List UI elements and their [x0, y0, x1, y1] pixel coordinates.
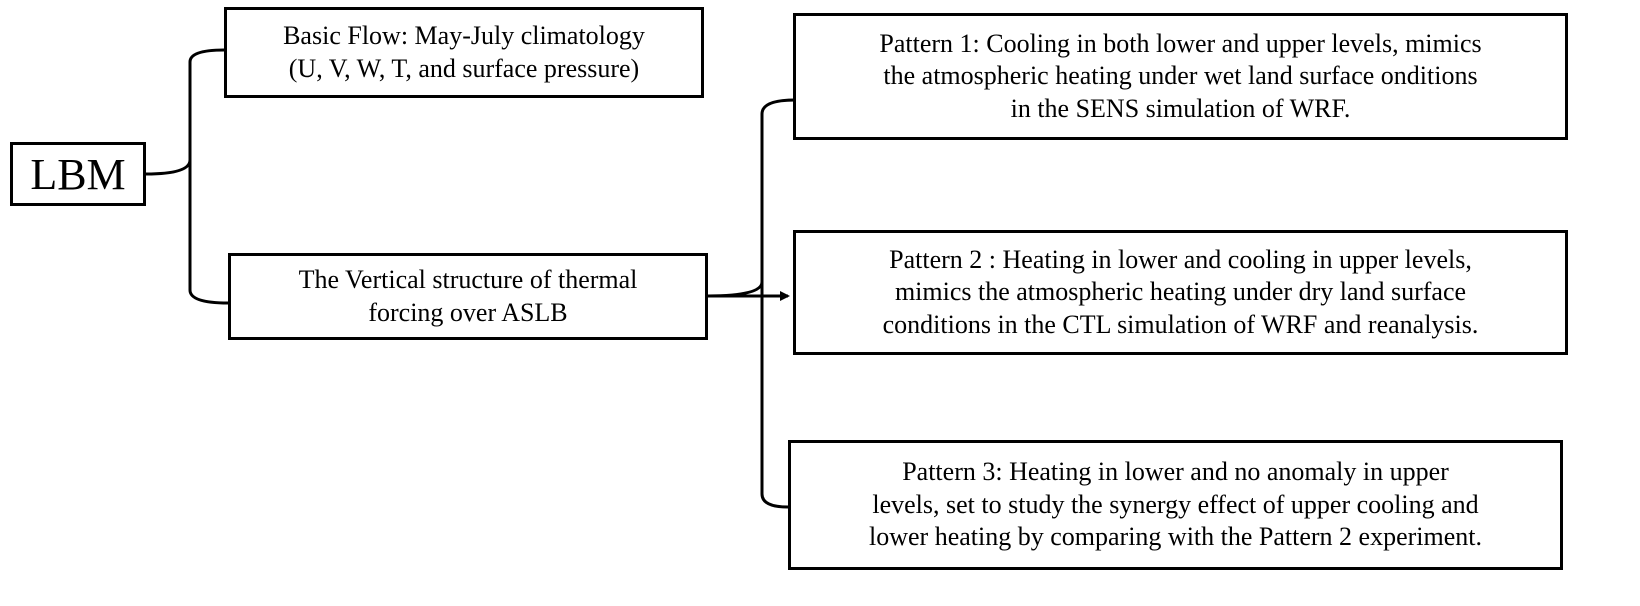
pattern-1-line-1: Pattern 1: Cooling in both lower and upp…: [879, 28, 1482, 58]
pattern-3-line-2: levels, set to study the synergy effect …: [872, 489, 1479, 519]
pattern-2-line-1: Pattern 2 : Heating in lower and cooling…: [889, 244, 1472, 274]
vertical-structure-box: The Vertical structure of thermal forcin…: [228, 253, 708, 340]
pattern-2-box: Pattern 2 : Heating in lower and cooling…: [793, 230, 1568, 355]
basic-flow-line-2: (U, V, W, T, and surface pressure): [288, 53, 640, 83]
pattern-2-line-2: mimics the atmospheric heating under dry…: [894, 277, 1467, 307]
vertical-structure-line-1: The Vertical structure of thermal: [298, 265, 638, 294]
lbm-label: LBM: [30, 149, 126, 199]
pattern-brace-lower: [760, 282, 789, 509]
basic-flow-box: Basic Flow: May-July climatology (U, V, …: [224, 7, 704, 98]
pattern-brace-upper: [707, 98, 796, 298]
lbm-box: LBM: [10, 142, 146, 206]
pattern-2-line-3: conditions in the CTL simulation of WRF …: [882, 309, 1479, 339]
pattern-3-line-3: lower heating by comparing with the Patt…: [869, 522, 1482, 552]
pattern-1-line-3: in the SENS simulation of WRF.: [1010, 93, 1351, 123]
pattern-1-line-2: the atmospheric heating under wet land s…: [883, 61, 1478, 91]
vertical-structure-line-2: forcing over ASLB: [368, 297, 568, 327]
pattern-3-line-1: Pattern 3: Heating in lower and no anoma…: [902, 457, 1449, 487]
lbm-brace-lower: [188, 160, 229, 305]
pattern-1-box: Pattern 1: Cooling in both lower and upp…: [793, 13, 1568, 140]
lbm-brace: [145, 48, 225, 176]
basic-flow-line-1: Basic Flow: May-July climatology: [283, 21, 645, 50]
pattern-3-box: Pattern 3: Heating in lower and no anoma…: [788, 440, 1563, 570]
